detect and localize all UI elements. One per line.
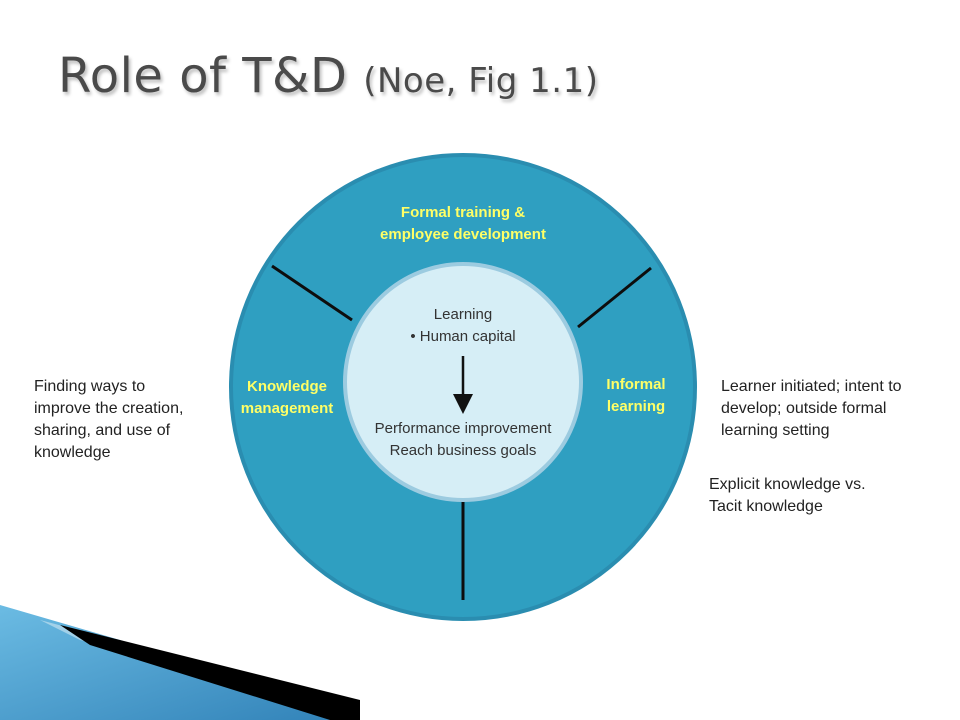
- note-right-bottom-line1: Explicit knowledge vs.: [709, 476, 866, 493]
- divider-upper-right: [577, 266, 652, 329]
- page-title: Role of T&D (Noe, Fig 1.1): [58, 48, 598, 104]
- core-line3: Performance improvement: [374, 420, 552, 437]
- core-line2: • Human capital: [410, 328, 516, 345]
- segment-right-line2: learning: [606, 398, 666, 415]
- segment-right-line1: Informal: [606, 376, 666, 393]
- segment-informal-learning-label: Informal learning: [590, 374, 682, 418]
- segment-left-line2: management: [240, 400, 334, 417]
- corner-decoration: [0, 605, 360, 720]
- core-line4: Reach business goals: [389, 442, 537, 459]
- corner-dark-band: [60, 625, 360, 720]
- segment-formal-training-label: Formal training & employee development: [363, 202, 563, 246]
- note-left-line3: sharing, and use of: [34, 422, 171, 439]
- note-explicit-tacit: Explicit knowledge vs. Tacit knowledge: [709, 474, 939, 518]
- title-main: Role of T&D: [58, 48, 348, 104]
- note-right-bottom-line2: Tacit knowledge: [709, 498, 823, 515]
- segment-top-line2: employee development: [380, 226, 546, 243]
- title-subtitle: (Noe, Fig 1.1): [363, 61, 599, 101]
- note-left-line4: knowledge: [34, 444, 111, 461]
- note-left-line2: improve the creation,: [34, 400, 184, 417]
- segment-top-line1: Formal training &: [400, 204, 526, 221]
- segment-knowledge-management-label: Knowledge management: [228, 376, 346, 420]
- note-right-top-line3: learning setting: [721, 422, 830, 439]
- note-knowledge-management: Finding ways to improve the creation, sh…: [34, 376, 224, 464]
- core-learning-label: Learning • Human capital: [383, 304, 543, 348]
- segment-left-line1: Knowledge: [246, 378, 327, 395]
- note-informal-learning: Learner initiated; intent to develop; ou…: [721, 376, 951, 442]
- note-right-top-line2: develop; outside formal: [721, 400, 887, 417]
- note-left-line1: Finding ways to: [34, 378, 146, 395]
- core-performance-label: Performance improvement Reach business g…: [353, 418, 573, 462]
- note-right-top-line1: Learner initiated; intent to: [721, 378, 902, 395]
- divider-upper-left: [271, 264, 353, 322]
- core-line1: Learning: [433, 306, 493, 323]
